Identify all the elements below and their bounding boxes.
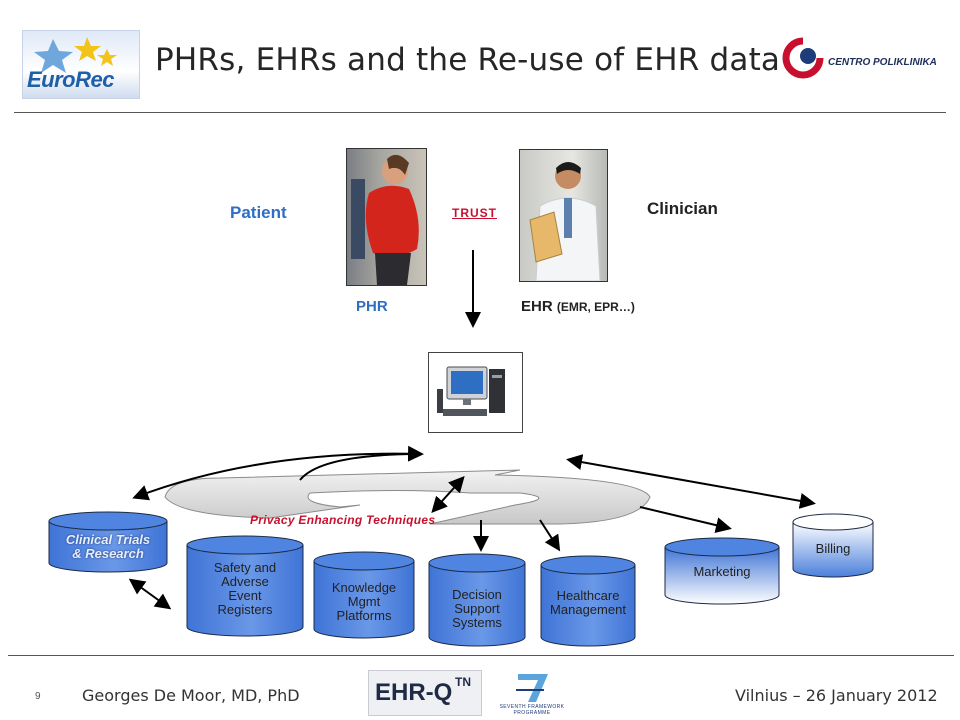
- healthcare-management-label: Healthcare Management: [550, 588, 626, 617]
- centro-poliklinika-logo: CENTRO POLIKLINIKA: [780, 34, 950, 84]
- fp7-logo: SEVENTH FRAMEWORK PROGRAMME: [492, 670, 572, 716]
- arrow-marketing: [639, 506, 732, 533]
- footer-author: Georges De Moor, MD, PhD: [82, 686, 300, 705]
- slide-title: PHRs, EHRs and the Re-use of EHR data: [155, 42, 781, 78]
- ehr-label-sub: (EMR, EPR…): [556, 300, 635, 314]
- arrow-clinical-safety: [128, 578, 172, 610]
- header-divider: [14, 112, 946, 113]
- trust-label: TRUST: [452, 206, 497, 220]
- eurorec-logo-text: EuroRec: [27, 67, 114, 92]
- eurorec-logo: EuroRec: [22, 30, 140, 99]
- ehr-label: EHR (EMR, EPR…): [521, 298, 635, 315]
- cylinder-marketing: [664, 537, 780, 605]
- patient-label: Patient: [230, 203, 287, 222]
- computer-image: [428, 352, 523, 433]
- desktop-computer-icon: [437, 366, 505, 416]
- footer-event: Vilnius – 26 January 2012: [735, 686, 938, 705]
- clinician-figure-icon: [529, 162, 601, 281]
- centro-logo-mark-icon: [782, 37, 824, 79]
- cylinder-clinical-trials: [48, 511, 168, 573]
- cylinder-billing: [792, 513, 874, 578]
- clinician-photo: [519, 149, 608, 282]
- eurorec-stars-icon: [34, 37, 117, 73]
- ehr-q-logo: EHR-Q TN: [368, 670, 482, 716]
- slide-number: 9: [35, 691, 41, 702]
- centro-logo-text: CENTRO POLIKLINIKA: [828, 57, 937, 68]
- cylinder-healthcare: [540, 555, 636, 647]
- footer-divider: [8, 655, 954, 656]
- arrow-healthcare: [539, 519, 561, 552]
- patient-photo: [346, 148, 427, 286]
- fp7-seven-icon: [516, 674, 548, 702]
- phr-label: PHR: [356, 298, 388, 315]
- cylinder-decision: [428, 553, 526, 647]
- fp7-logo-text: SEVENTH FRAMEWORK PROGRAMME: [499, 704, 565, 716]
- ehr-label-main: EHR: [521, 298, 553, 315]
- arrow-billing: [566, 454, 816, 509]
- cylinder-knowledge: [313, 551, 415, 639]
- arrow-knowledge: [431, 476, 465, 513]
- arrow-ring-left: [299, 453, 416, 481]
- patient-figure-icon: [351, 154, 419, 285]
- arrow-clinical-trials: [132, 445, 424, 501]
- ehr-q-logo-text: EHR-Q: [375, 679, 453, 706]
- cylinder-safety: [186, 535, 304, 637]
- safety-registers-label: Safety and Adverse Event Registers: [213, 560, 277, 617]
- privacy-techniques-label: Privacy Enhancing Techniques: [250, 513, 436, 527]
- decision-support-label: Decision Support Systems: [452, 587, 502, 630]
- marketing-label: Marketing: [693, 564, 751, 579]
- clinician-label: Clinician: [647, 199, 718, 218]
- knowledge-platforms-label: Knowledge Mgmt Platforms: [331, 580, 397, 623]
- billing-label: Billing: [815, 541, 851, 556]
- ehr-q-logo-sup: TN: [455, 675, 471, 689]
- clinical-trials-label: Clinical Trials & Research: [65, 532, 151, 561]
